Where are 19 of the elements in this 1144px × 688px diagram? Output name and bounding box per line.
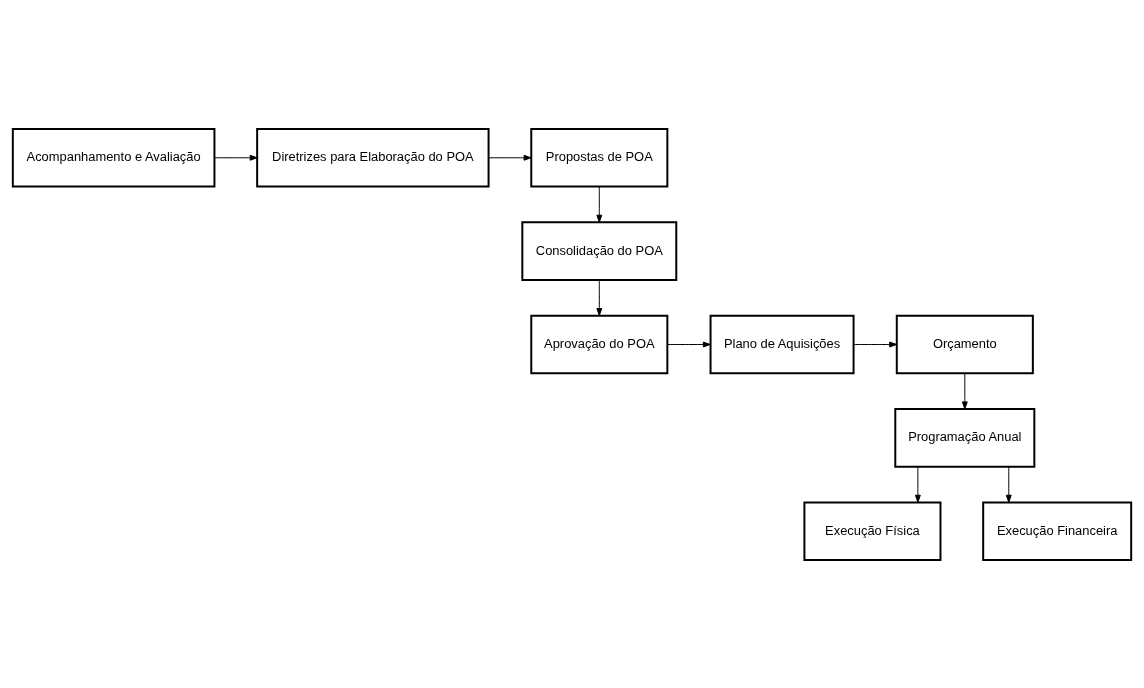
node-box: Acompanhamento e Avaliação [11, 127, 216, 188]
node-box: Orçamento [895, 314, 1034, 374]
node-box: Plano de Aquisições [709, 314, 855, 374]
node-box: Aprovação do POA [530, 314, 669, 374]
node-box: Execução Financeira [982, 500, 1133, 561]
node-box: Consolidação do POA [521, 220, 678, 281]
arrow [596, 279, 603, 316]
node-box: Programação Anual [894, 407, 1036, 468]
node-box: Propostas de POA [530, 127, 669, 188]
arrow [961, 372, 968, 409]
arrow [914, 465, 921, 503]
arrow [853, 341, 898, 347]
arrow [666, 341, 711, 347]
node-box: Execução Física [803, 500, 942, 561]
node-box: Diretrizes para Elaboração do POA [256, 127, 490, 188]
arrow [488, 154, 532, 161]
arrow [214, 154, 258, 161]
arrow [596, 185, 603, 223]
arrow [1005, 465, 1012, 503]
